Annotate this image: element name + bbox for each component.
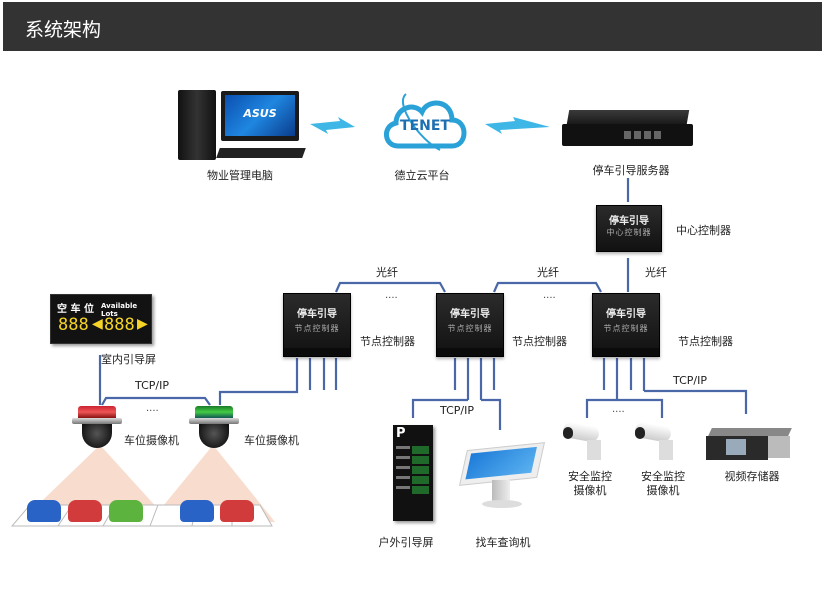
page-title: 系统架构	[25, 19, 102, 41]
car	[180, 500, 214, 522]
car	[68, 500, 102, 522]
space-camera-label: 车位摄像机	[244, 434, 299, 447]
node-controller-label: 节点控制器	[678, 335, 733, 348]
node-controller: 停车引导 节点控制器	[283, 293, 351, 357]
tcpip-label: TCP/IP	[440, 404, 474, 417]
car-finder-kiosk	[458, 440, 546, 512]
node-controller: 停车引导 节点控制器	[436, 293, 504, 357]
space-camera-green	[189, 406, 239, 448]
security-camera	[633, 420, 679, 462]
indoor-sign-label: 室内引导屏	[101, 353, 156, 366]
parking-p-icon: P	[396, 426, 406, 441]
kiosk-label: 找车查询机	[475, 536, 531, 549]
center-controller: 停车引导 中心控制器	[596, 205, 662, 252]
cloud-label: 德立云平台	[394, 169, 450, 182]
fiber-label: 光纤	[376, 266, 398, 279]
pc-monitor: ASUS	[221, 91, 299, 141]
ellipsis: ....	[543, 290, 556, 301]
space-camera-label: 车位摄像机	[124, 434, 179, 447]
nvr-label: 视频存储器	[724, 470, 780, 483]
tcpip-label: TCP/IP	[673, 374, 707, 387]
car	[27, 500, 61, 522]
outdoor-guidance-sign: P	[393, 425, 433, 521]
video-storage-nvr	[706, 428, 792, 462]
parking-guidance-server	[560, 110, 695, 150]
car	[109, 500, 143, 522]
security-camera-label: 安全监控	[568, 470, 612, 483]
cloud-logo-text: TENET	[400, 118, 450, 134]
security-camera	[561, 420, 607, 462]
pc-keyboard	[216, 148, 306, 158]
arrow-left-icon: ◀	[92, 316, 103, 332]
node-controller-label: 节点控制器	[360, 335, 415, 348]
wireless-link-icon	[310, 117, 550, 134]
fiber-label: 光纤	[645, 266, 667, 279]
ellipsis: ....	[385, 290, 398, 301]
cloud-icon	[384, 93, 467, 151]
security-camera-label-2: 摄像机	[573, 484, 607, 497]
tcpip-label: TCP/IP	[135, 379, 169, 392]
center-controller-label: 中心控制器	[676, 224, 731, 237]
header-bar: 系统架构	[3, 2, 822, 51]
fiber-label: 光纤	[537, 266, 559, 279]
pc-tower	[178, 90, 216, 160]
network-links	[98, 178, 748, 430]
cloud-platform: TENET	[380, 90, 470, 154]
ellipsis: ....	[612, 404, 625, 415]
security-camera-label-2: 摄像机	[646, 484, 680, 497]
ellipsis: ....	[146, 403, 159, 414]
monitor-brand: ASUS	[243, 107, 277, 120]
space-camera-red	[72, 406, 122, 448]
server-label: 停车引导服务器	[592, 164, 670, 177]
outdoor-sign-label: 户外引导屏	[378, 536, 434, 549]
ethernet-ports	[624, 131, 664, 139]
count-left: 888	[58, 315, 89, 335]
car	[220, 500, 254, 522]
pc-label: 物业管理电脑	[207, 169, 273, 182]
count-right: 888	[104, 315, 135, 335]
node-controller-label: 节点控制器	[512, 335, 567, 348]
property-management-pc: ASUS	[178, 88, 306, 163]
arrow-right-icon: ▶	[137, 316, 148, 332]
security-camera-label: 安全监控	[641, 470, 685, 483]
node-controller: 停车引导 节点控制器	[592, 293, 660, 357]
indoor-guidance-sign: 空 车 位 Available Lots 888 ◀ 888 ▶	[50, 294, 152, 344]
